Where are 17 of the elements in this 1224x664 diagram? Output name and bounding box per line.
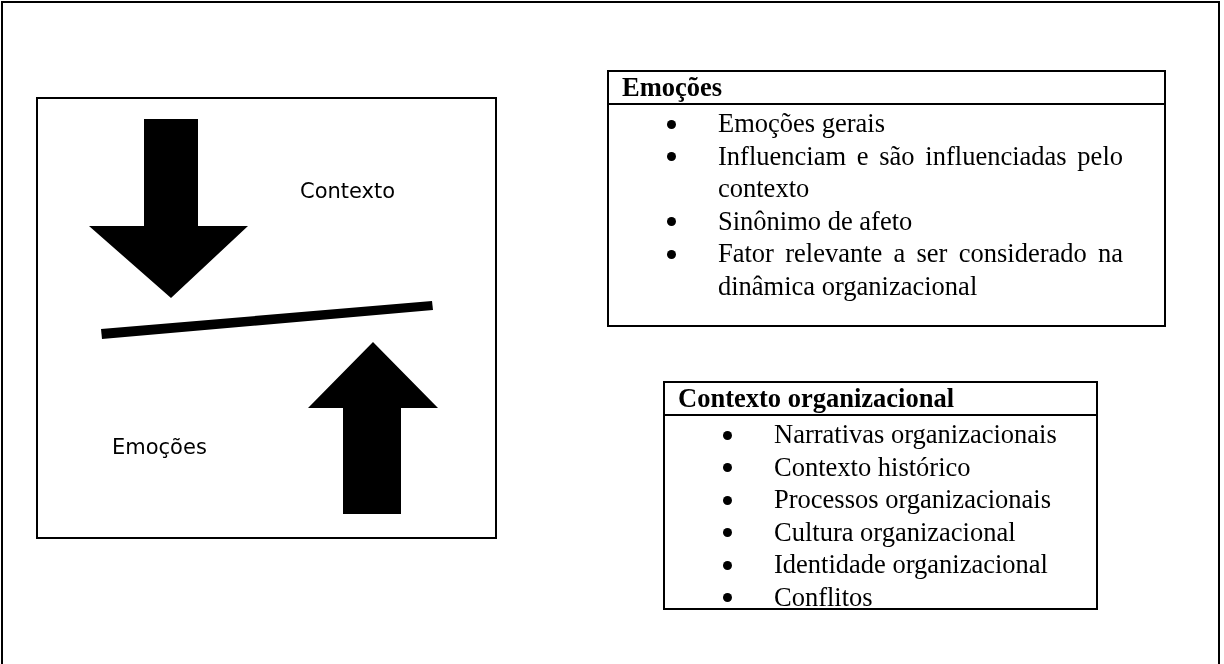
list-item: Cultura organizacional bbox=[774, 515, 1017, 548]
list-item: Identidade organizacional bbox=[774, 548, 1049, 581]
list-item: Influenciam e são influenciadas pelo contexto bbox=[718, 139, 1123, 205]
list-item: Narrativas organizacionais bbox=[774, 418, 1058, 451]
list-item: Contexto histórico bbox=[774, 450, 972, 483]
box-heading: Contexto organizacional bbox=[665, 383, 1096, 416]
illustration-panel bbox=[36, 97, 497, 539]
box-heading: Emoções bbox=[609, 72, 1164, 105]
list-item: Processos organizacionais bbox=[774, 483, 1052, 516]
list-item: Conflitos bbox=[774, 580, 874, 613]
label-text: Emoções bbox=[112, 435, 207, 459]
list-item: Emoções gerais bbox=[718, 107, 887, 140]
text-box bbox=[607, 70, 1166, 327]
label-text: Contexto bbox=[300, 179, 396, 203]
list-item: Sinônimo de afeto bbox=[718, 204, 914, 237]
text-box bbox=[663, 381, 1098, 610]
list-item: Fator relevante a ser considerado na dinâmica organizacional bbox=[718, 237, 1123, 302]
